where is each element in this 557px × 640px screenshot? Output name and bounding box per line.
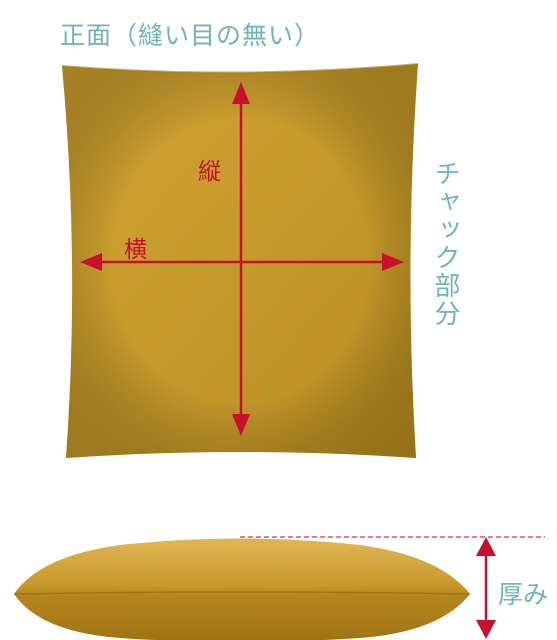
front-side-title: 正面（縫い目の無い） xyxy=(60,21,321,50)
height-label: 縦 xyxy=(198,159,221,185)
thickness-arrow-icon xyxy=(476,537,496,639)
thickness-label: 厚み xyxy=(498,580,549,609)
width-label: 横 xyxy=(124,237,147,263)
height-arrow-icon xyxy=(232,82,250,436)
zipper-side-label: チャック部分 xyxy=(430,160,460,328)
cushion-side xyxy=(13,538,471,640)
width-arrow-icon xyxy=(80,253,404,271)
